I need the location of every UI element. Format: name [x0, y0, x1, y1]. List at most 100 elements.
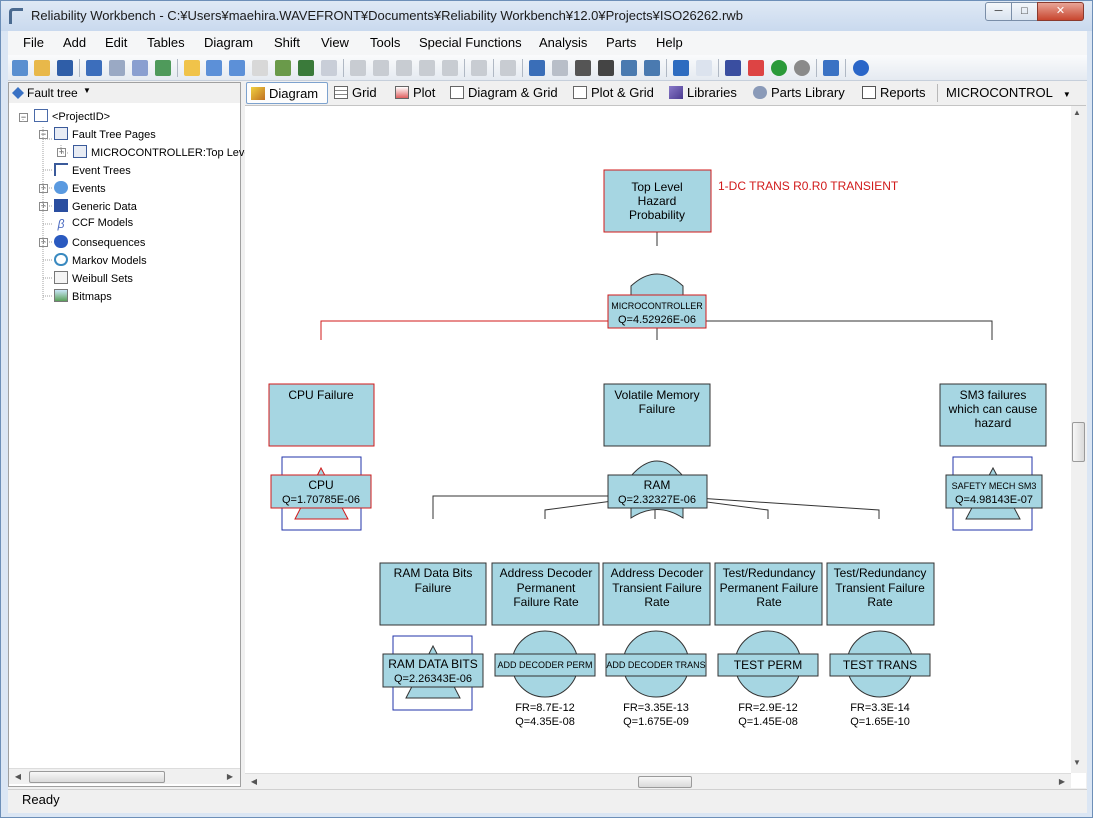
save-icon[interactable] — [57, 60, 73, 76]
cpu-failure-box[interactable] — [268, 383, 375, 447]
menu-view[interactable]: View — [321, 35, 349, 50]
ram-gate-box[interactable] — [607, 474, 708, 509]
addr-perm-event-box[interactable] — [494, 653, 596, 677]
checklist-icon[interactable] — [748, 60, 764, 76]
tree-item-weibull-sets[interactable]: Weibull Sets — [54, 271, 133, 289]
tab-diagram[interactable]: Diagram — [246, 82, 328, 104]
generic-data-icon[interactable] — [86, 60, 102, 76]
sm3-failures-box[interactable] — [939, 383, 1047, 447]
paste-special-icon[interactable] — [419, 60, 435, 76]
spellcheck-icon[interactable] — [725, 60, 741, 76]
menu-tools[interactable]: Tools — [370, 35, 401, 50]
addr-decoder-trans-box[interactable] — [602, 562, 711, 626]
new-project-icon[interactable] — [12, 60, 28, 76]
add-event-alt-icon[interactable] — [229, 60, 245, 76]
add-gate-icon[interactable] — [184, 60, 200, 76]
menu-special-functions[interactable]: Special Functions — [419, 35, 522, 50]
quantify-icon[interactable] — [823, 60, 839, 76]
scroll-left-icon[interactable]: ◀ — [250, 777, 258, 786]
gate-label-box[interactable] — [607, 294, 707, 329]
tab-libraries[interactable]: Libraries — [669, 82, 737, 104]
beta-icon[interactable] — [132, 60, 148, 76]
dropdown-arrow-icon[interactable]: ▼ — [83, 86, 91, 95]
cut-icon[interactable] — [350, 60, 366, 76]
menu-diagram[interactable]: Diagram — [204, 35, 254, 50]
cpu-gate-box[interactable] — [270, 474, 372, 509]
ram-data-bits-gate-box[interactable] — [382, 653, 484, 688]
tree-item-microcontroller[interactable]: MICROCONTROLLER:Top Leve — [73, 145, 251, 163]
copy-icon[interactable] — [373, 60, 389, 76]
close-button[interactable]: ✕ — [1037, 2, 1084, 21]
addr-decoder-perm-box[interactable] — [491, 562, 600, 626]
database-icon[interactable] — [673, 60, 689, 76]
transfer-icon[interactable] — [275, 60, 291, 76]
add-event-icon[interactable] — [206, 60, 222, 76]
tree-item-fault-tree-pages[interactable]: Fault Tree Pages — [54, 127, 156, 145]
test-redundancy-trans-box[interactable] — [826, 562, 935, 626]
document-icon[interactable] — [696, 60, 712, 76]
menu-add[interactable]: Add — [63, 35, 87, 50]
test-perm-event-box[interactable] — [717, 653, 819, 677]
traffic-light-icon[interactable] — [771, 60, 787, 76]
bitmap-icon[interactable] — [155, 60, 171, 76]
ram-data-bits-box[interactable] — [379, 562, 487, 626]
tab-plot-grid[interactable]: Plot & Grid — [573, 82, 654, 104]
undo-icon[interactable] — [471, 60, 487, 76]
page-selector[interactable]: MICROCONTROL▼ — [946, 82, 1071, 104]
find-next-icon[interactable] — [644, 60, 660, 76]
scroll-down-icon[interactable]: ▼ — [1073, 758, 1081, 767]
sm3-gate-box[interactable] — [945, 474, 1043, 509]
menu-parts[interactable]: Parts — [606, 35, 637, 50]
tab-diagram-grid[interactable]: Diagram & Grid — [450, 82, 558, 104]
tree-item-generic-data[interactable]: Generic Data — [54, 199, 137, 217]
copy-page-icon[interactable] — [500, 60, 516, 76]
maximize-button[interactable]: □ — [1011, 2, 1038, 21]
minimize-button[interactable]: ─ — [985, 2, 1012, 21]
tree-horizontal-scrollbar[interactable]: ◀ ▶ — [9, 768, 240, 784]
scroll-thumb[interactable] — [638, 776, 692, 788]
traffic-light-off-icon[interactable] — [794, 60, 810, 76]
delete-icon[interactable] — [442, 60, 458, 76]
test-redundancy-perm-box[interactable] — [714, 562, 823, 626]
scroll-thumb[interactable] — [1072, 422, 1085, 462]
tree-item-project[interactable]: <ProjectID> — [34, 109, 110, 127]
tree-item-consequences[interactable]: Consequences — [54, 235, 145, 253]
move-up-icon[interactable] — [529, 60, 545, 76]
tab-reports[interactable]: Reports — [862, 82, 926, 104]
addr-trans-event-box[interactable] — [605, 653, 707, 677]
scroll-left-icon[interactable]: ◀ — [14, 772, 22, 781]
tree-item-event-trees[interactable]: Event Trees — [54, 163, 131, 181]
diagram-horizontal-scrollbar[interactable]: ◀ ▶ — [245, 773, 1071, 789]
menu-file[interactable]: File — [23, 35, 44, 50]
open-folder-icon[interactable] — [34, 60, 50, 76]
tree-item-bitmaps[interactable]: Bitmaps — [54, 289, 112, 307]
tau-icon[interactable] — [109, 60, 125, 76]
globe-icon[interactable] — [298, 60, 314, 76]
volatile-memory-box[interactable] — [603, 383, 711, 447]
scroll-thumb[interactable] — [29, 771, 165, 783]
pointer-icon[interactable] — [321, 60, 337, 76]
tab-parts-library[interactable]: Parts Library — [753, 82, 845, 104]
panel-view-label[interactable]: Fault tree — [27, 86, 78, 100]
paste-icon[interactable] — [396, 60, 412, 76]
menu-analysis[interactable]: Analysis — [539, 35, 588, 50]
tree-item-markov-models[interactable]: Markov Models — [54, 253, 147, 271]
swap-icon[interactable] — [598, 60, 614, 76]
test-trans-event-box[interactable] — [829, 653, 931, 677]
move-down-icon[interactable] — [552, 60, 568, 76]
text-box-icon[interactable] — [252, 60, 268, 76]
scroll-up-icon[interactable]: ▲ — [1073, 108, 1081, 117]
scroll-right-icon[interactable]: ▶ — [226, 772, 234, 781]
tab-plot[interactable]: Plot — [395, 82, 435, 104]
menu-edit[interactable]: Edit — [105, 35, 128, 50]
top-event-box[interactable] — [603, 169, 712, 233]
tree-item-events[interactable]: Events — [54, 181, 106, 199]
diagram-vertical-scrollbar[interactable]: ▲ ▼ — [1071, 106, 1086, 773]
menu-shift[interactable]: Shift — [274, 35, 301, 50]
find-icon[interactable] — [621, 60, 637, 76]
grid-icon[interactable] — [575, 60, 591, 76]
menu-help[interactable]: Help — [656, 35, 683, 50]
scroll-right-icon[interactable]: ▶ — [1058, 777, 1066, 786]
tab-grid[interactable]: Grid — [334, 82, 377, 104]
